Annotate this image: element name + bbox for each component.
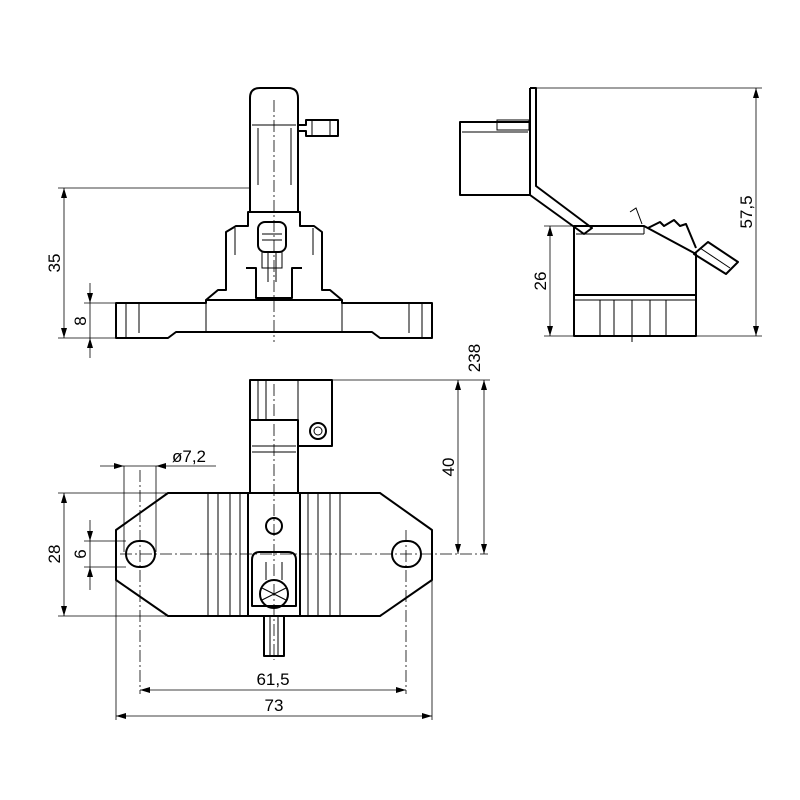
dim-front-height: 35 xyxy=(45,254,64,273)
dim-pitch: 238 xyxy=(465,344,484,372)
dim-hole-diameter: ø7,2 xyxy=(172,447,206,466)
dim-arm: 40 xyxy=(439,458,458,477)
dim-hole-size: 6 xyxy=(71,549,90,558)
dim-hole-spacing: 61,5 xyxy=(256,670,289,689)
dim-overall-length: 73 xyxy=(265,696,284,715)
dim-side-total: 57,5 xyxy=(737,195,756,228)
dim-front-base: 8 xyxy=(71,316,90,325)
front-view: 35 8 xyxy=(45,87,433,358)
top-view: 238 40 ø7,2 28 6 61,5 73 xyxy=(45,344,490,720)
side-view: 57,5 26 xyxy=(459,87,762,342)
dim-side-lower: 26 xyxy=(531,272,550,291)
dim-plate-width: 28 xyxy=(45,545,64,564)
